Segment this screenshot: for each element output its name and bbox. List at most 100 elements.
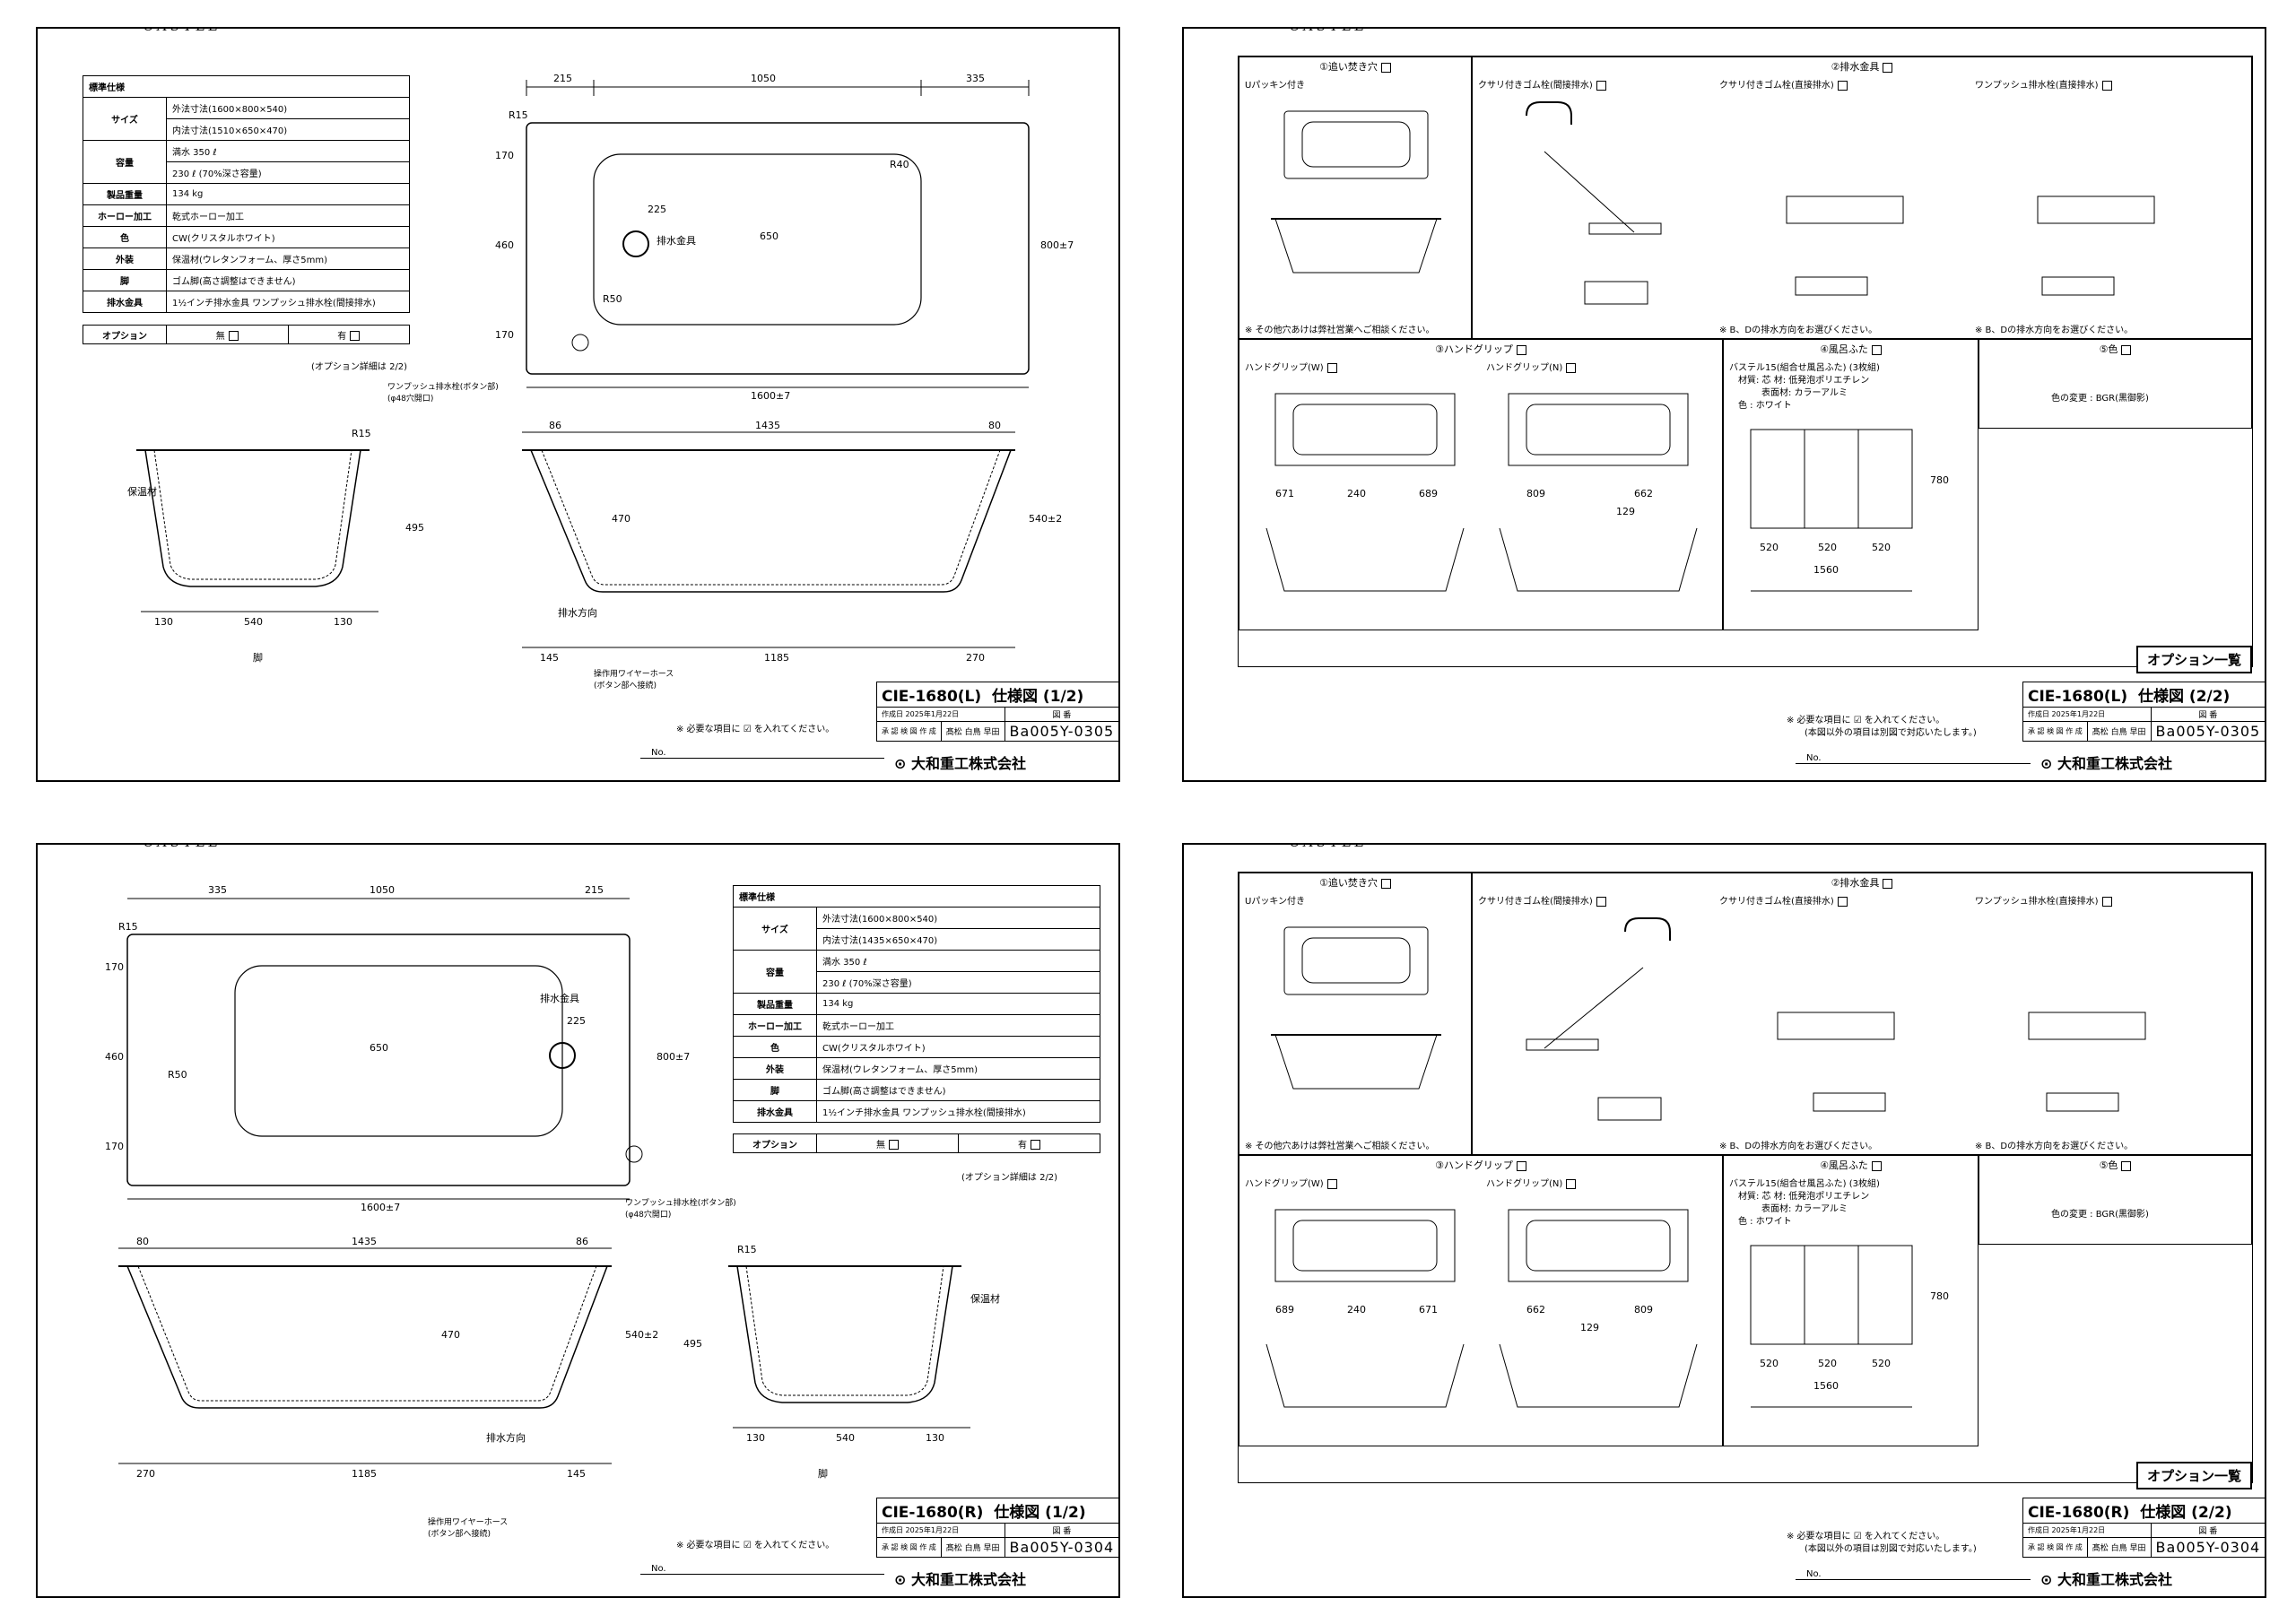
- spec-drain-label: 排水金具: [83, 291, 167, 313]
- end-bottom-2: 130: [926, 1432, 944, 1444]
- option-none-checkbox[interactable]: [228, 331, 239, 341]
- option-yes-checkbox[interactable]: [1031, 1140, 1040, 1150]
- lid-1: 520: [1818, 542, 1837, 553]
- cell2a-sub: クサリ付きゴム栓(間接排水): [1478, 77, 1606, 91]
- cell2c-checkbox[interactable]: [2101, 896, 2112, 907]
- cell3b-sub: ハンドグリップ(N): [1486, 360, 1577, 373]
- option-none-label: 無: [215, 331, 225, 342]
- spec-weight-label: 製品重量: [83, 183, 167, 205]
- cell5-checkbox[interactable]: [2121, 1160, 2132, 1171]
- option-cell-color: ⑤色 色の変更 : BGR(黒御影): [1979, 339, 2252, 429]
- cell3-checkbox[interactable]: [1516, 344, 1526, 355]
- sec-h-1: 540±2: [625, 1329, 658, 1341]
- doc-label: 図 番: [2150, 1523, 2265, 1538]
- spec-color-label: 色: [83, 226, 167, 248]
- cell2-checkbox[interactable]: [1883, 878, 1893, 889]
- spec-color-label: 色: [733, 1036, 817, 1058]
- cell1-checkbox[interactable]: [1380, 878, 1391, 889]
- grip-w-0: 671: [1419, 1304, 1438, 1316]
- option-none-cell[interactable]: 無: [816, 1133, 959, 1153]
- cell3b-checkbox[interactable]: [1566, 1178, 1577, 1189]
- signatures: 髙松 白鳥 早田: [940, 1537, 1005, 1558]
- sec-bottom-1: 1185: [764, 652, 789, 664]
- cell4-sub: バステル15(組合せ風呂ふた) (3枚組): [1729, 1179, 1880, 1189]
- model-number: CIE-1680(L) 仕様図 (1/2): [875, 682, 1118, 708]
- spec-weight: 134 kg: [166, 183, 410, 205]
- option-yes-cell[interactable]: 有: [287, 325, 410, 344]
- cell2b-checkbox[interactable]: [1837, 896, 1848, 907]
- cell4-checkbox[interactable]: [1871, 1160, 1882, 1171]
- option-note: (オプション詳細は 2/2): [311, 362, 408, 372]
- doc-label: 図 番: [1004, 707, 1118, 722]
- no-label: No.: [651, 1564, 666, 1574]
- cell2b-checkbox[interactable]: [1837, 80, 1848, 91]
- cell2c-sub: ワンプッシュ排水栓(直接排水): [1975, 77, 2112, 91]
- create-label: 作 成: [919, 1543, 936, 1551]
- sign-1: 髙松: [2092, 1544, 2109, 1553]
- model-label: CIE-1680(L): [2028, 688, 2128, 706]
- cell2-title: ②排水金具: [1831, 877, 1880, 889]
- cell3-checkbox[interactable]: [1516, 1160, 1526, 1171]
- spec-cap-full: 満水 350 ℓ: [816, 950, 1100, 972]
- cell2-checkbox[interactable]: [1883, 62, 1893, 73]
- cell2a-checkbox[interactable]: [1596, 896, 1606, 907]
- title-block: CIE-1680(R) 仕様図 (2/2) 作成日 2025年1月22日図 番 …: [2022, 1498, 2265, 1558]
- end-height: 495: [683, 1338, 702, 1350]
- option-none-cell[interactable]: 無: [166, 325, 289, 344]
- no-field[interactable]: No.: [640, 748, 884, 759]
- note-check: ※ 必要な項目に ☑ を入れてください。: [1787, 1532, 1945, 1541]
- cell3a-checkbox[interactable]: [1326, 362, 1337, 373]
- cell5-checkbox[interactable]: [2121, 344, 2132, 355]
- option-label: オプション: [733, 1133, 817, 1153]
- tub-outer-outline: [126, 934, 631, 1186]
- dim-top-1: 1050: [370, 884, 395, 896]
- create-label: 作 成: [919, 727, 936, 735]
- sign-1: 髙松: [945, 1544, 962, 1553]
- cell4-sub: バステル15(組合せ風呂ふた) (3枚組): [1729, 363, 1880, 373]
- sheet-title: 仕様図 (2/2): [2140, 1504, 2232, 1522]
- option-yes-label: 有: [337, 331, 347, 342]
- no-field[interactable]: No.: [640, 1564, 884, 1575]
- cell2-note-b: ※ B、Dの排水方向をお選びください。: [1719, 326, 1878, 335]
- cell5-title: ⑤色: [2099, 343, 2118, 355]
- spec-enamel-label: ホーロー加工: [733, 1014, 817, 1037]
- plan-r50: R50: [168, 1069, 187, 1081]
- option-grid: ①追い焚き穴 Uパッキン付き ※ その他穴あけは弊社営業へご相談ください。 ②排…: [1238, 872, 2253, 1483]
- no-field[interactable]: No.: [1796, 1569, 2031, 1580]
- plan-dim-225: 225: [567, 1015, 586, 1027]
- plan-r15: R15: [118, 921, 138, 933]
- sign-roles: 承 認 検 図 作 成: [2022, 721, 2088, 742]
- option-yes-cell[interactable]: 有: [958, 1133, 1100, 1153]
- cell4-mat2: 表面材: カラーアルミ: [1761, 1204, 1848, 1214]
- cell4-checkbox[interactable]: [1871, 344, 1882, 355]
- plan-drain-label: 排水金具: [540, 992, 579, 1004]
- cell2b-label: クサリ付きゴム栓(直接排水): [1719, 897, 1834, 907]
- end-insulation: 保温材: [970, 1292, 1000, 1305]
- option-cell-lid: ④風呂ふた バステル15(組合せ風呂ふた) (3枚組) 材質: 芯 材: 低発泡…: [1723, 339, 1979, 630]
- cell1-checkbox[interactable]: [1380, 62, 1391, 73]
- create-label: 作 成: [2066, 727, 2083, 735]
- no-field[interactable]: No.: [1796, 753, 2031, 764]
- tub-outer-outline: [526, 122, 1030, 375]
- sec-bottom-0: 145: [540, 652, 559, 664]
- option-none-checkbox[interactable]: [889, 1140, 899, 1150]
- grip-w-1: 240: [1347, 488, 1366, 499]
- cell3a-checkbox[interactable]: [1326, 1178, 1337, 1189]
- spec-weight-label: 製品重量: [733, 993, 817, 1015]
- cell2b-sub: クサリ付きゴム栓(直接排水): [1719, 77, 1848, 91]
- cell2-drawing: [1526, 917, 2146, 1121]
- cell3b-checkbox[interactable]: [1566, 362, 1577, 373]
- cell4-mat1: 材質: 芯 材: 低発泡ポリエチレン: [1738, 1192, 1870, 1202]
- cell2c-checkbox[interactable]: [2101, 80, 2112, 91]
- cell4-drawing: 520 520 520 1560 780: [1750, 429, 1949, 592]
- plan-inner-width: 650: [760, 230, 778, 242]
- option-yes-checkbox[interactable]: [350, 331, 361, 341]
- option-cell-reheat: ①追い焚き穴 Uパッキン付き ※ その他穴あけは弊社営業へご相談ください。: [1239, 873, 1472, 1155]
- spec-header: 標準仕様: [83, 75, 410, 98]
- spec-drain: 1½インチ排水金具 ワンプッシュ排水栓(間接排水): [816, 1100, 1100, 1123]
- title-block: CIE-1680(R) 仕様図 (1/2) 作成日 2025年1月22日図 番 …: [875, 1498, 1118, 1558]
- spec-leg: ゴム脚(高さ調整はできません): [166, 269, 410, 291]
- cell4-drawing: 520 520 520 1560 780: [1750, 1245, 1949, 1408]
- plan-side-v-0: 170: [105, 961, 124, 973]
- cell2a-checkbox[interactable]: [1596, 80, 1606, 91]
